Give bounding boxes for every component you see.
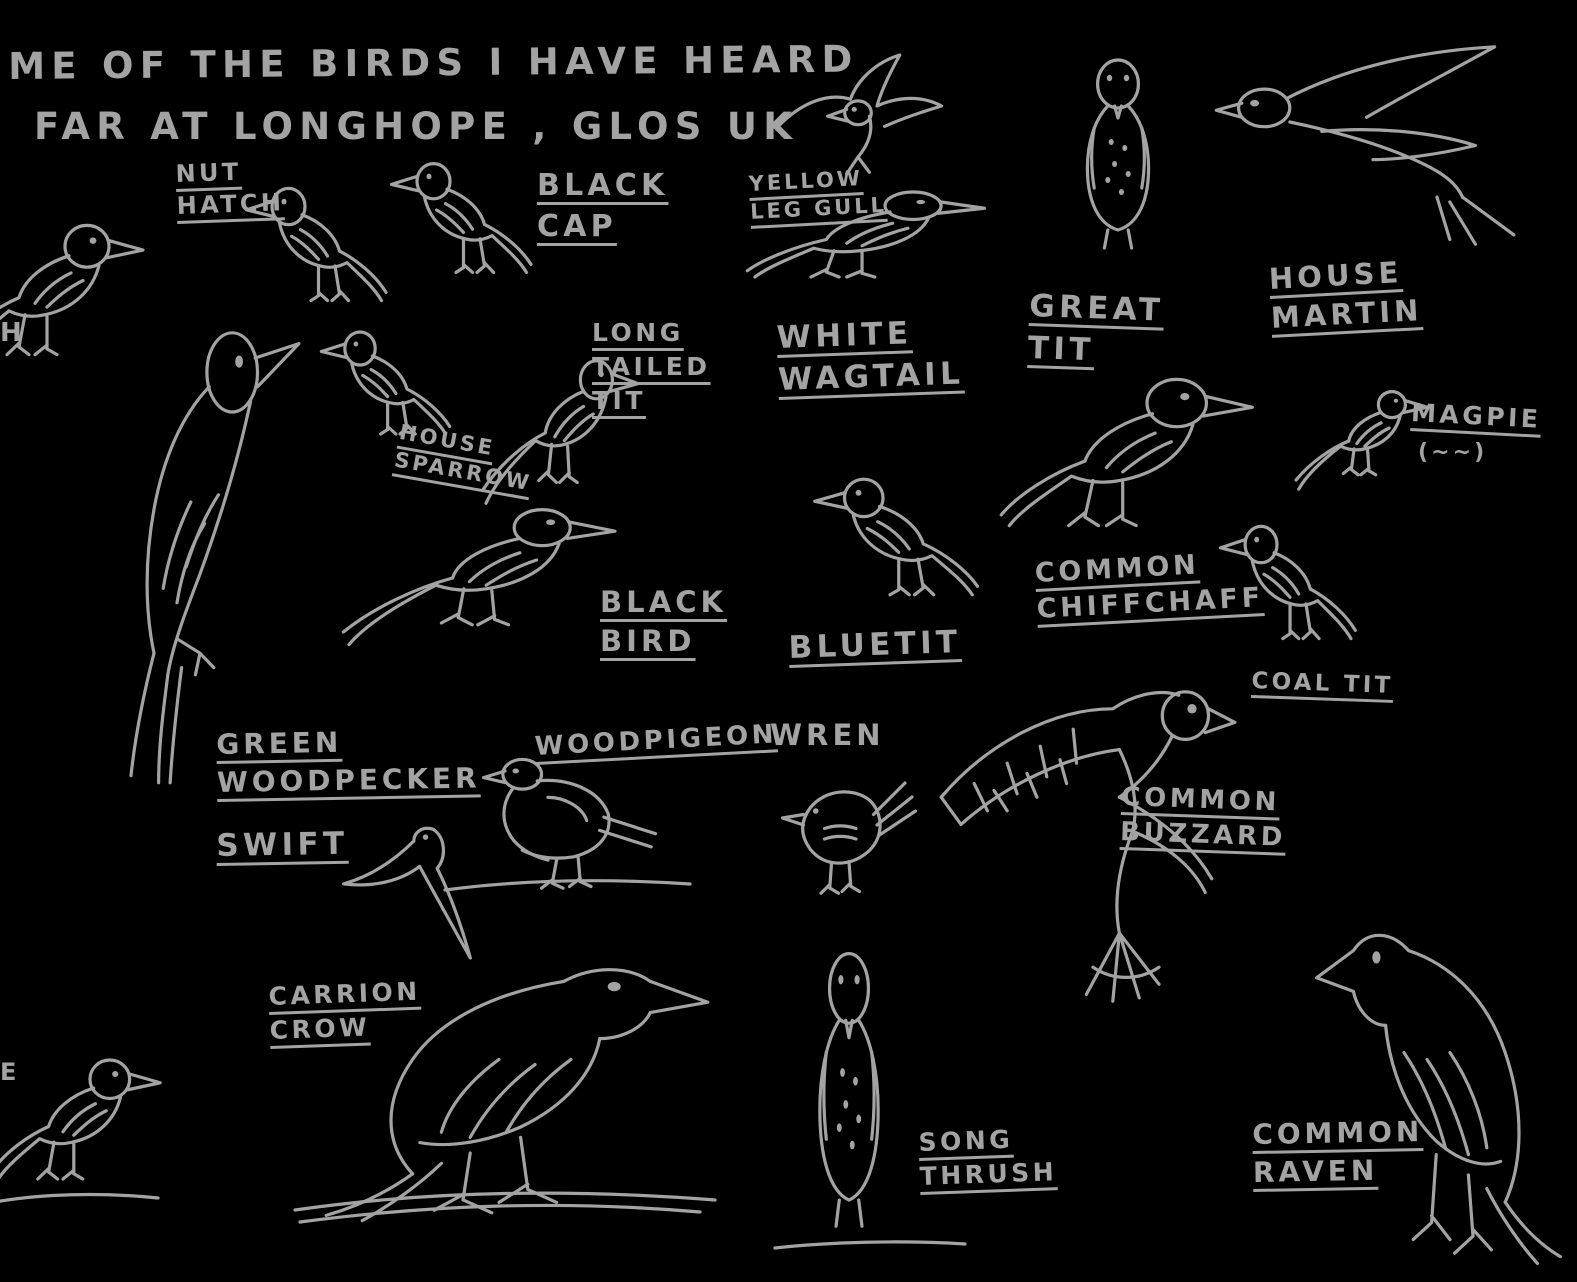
label-green-woodpecker: GREEN WOODPECKER — [216, 725, 481, 799]
branch-line — [295, 1193, 715, 1222]
label-house-martin: HOUSE MARTIN — [1268, 255, 1424, 336]
wren-sketch — [783, 783, 916, 893]
branch-line — [0, 1195, 158, 1202]
label-edge-fragment-mid: H — [0, 318, 26, 348]
blackbird-sketch — [343, 510, 615, 645]
label-edge-fragment-bottom: E — [0, 1058, 20, 1086]
artwork-title-line2: FAR AT LONGHOPE , GLOS UK — [34, 105, 799, 148]
song-thrush-sketch — [820, 954, 878, 1227]
label-long-tailed-tit: LONG TAILED TIT — [592, 318, 711, 415]
label-magpie: MAGPIE — [1410, 397, 1543, 434]
swift-sketch — [344, 828, 471, 958]
chiffchaff-sketch — [1001, 379, 1252, 525]
blue-tit-sketch — [815, 479, 978, 595]
artwork-title-line1: ME OF THE BIRDS I HAVE HEARD — [8, 37, 859, 88]
label-song-thrush: SONG THRUSH — [918, 1124, 1058, 1191]
small-bird-bottom-left-sketch — [0, 1060, 160, 1179]
common-raven-sketch — [1317, 935, 1561, 1263]
branch-line — [775, 1242, 965, 1248]
branch-line — [445, 881, 690, 890]
house-martin-sketch — [1216, 47, 1514, 244]
label-yellow-leg-gull: YELLOW LEG GULL — [748, 166, 888, 225]
label-coal-tit: COAL TIT — [1251, 667, 1394, 699]
label-magpie-note: (~~) — [1418, 440, 1488, 465]
house-sparrow-sketch — [321, 332, 449, 434]
label-swift: SWIFT — [216, 825, 349, 864]
blackcap-sketch — [392, 164, 532, 273]
label-white-wagtail: WHITE WAGTAIL — [776, 315, 965, 398]
label-common-chiffchaff: COMMON CHIFFCHAFF — [1034, 549, 1265, 626]
label-carrion-crow: CARRION CROW — [268, 976, 422, 1045]
great-tit-sketch — [1087, 60, 1148, 248]
label-nut-hatch: NUT HATCH — [175, 157, 285, 221]
label-great-tit: GREAT TIT — [1027, 287, 1165, 369]
label-black-cap: BLACK CAP — [537, 168, 669, 244]
label-wren: WREN — [770, 718, 885, 752]
magpie-sketch — [1296, 392, 1427, 490]
label-bluetit: BLUETIT — [788, 623, 963, 666]
label-black-bird: BLACK BIRD — [600, 585, 728, 659]
green-woodpecker-sketch — [131, 333, 299, 783]
woodpigeon-sketch — [484, 759, 656, 888]
label-common-buzzard: COMMON BUZZARD — [1119, 781, 1287, 853]
label-common-raven: COMMON RAVEN — [1252, 1115, 1424, 1189]
